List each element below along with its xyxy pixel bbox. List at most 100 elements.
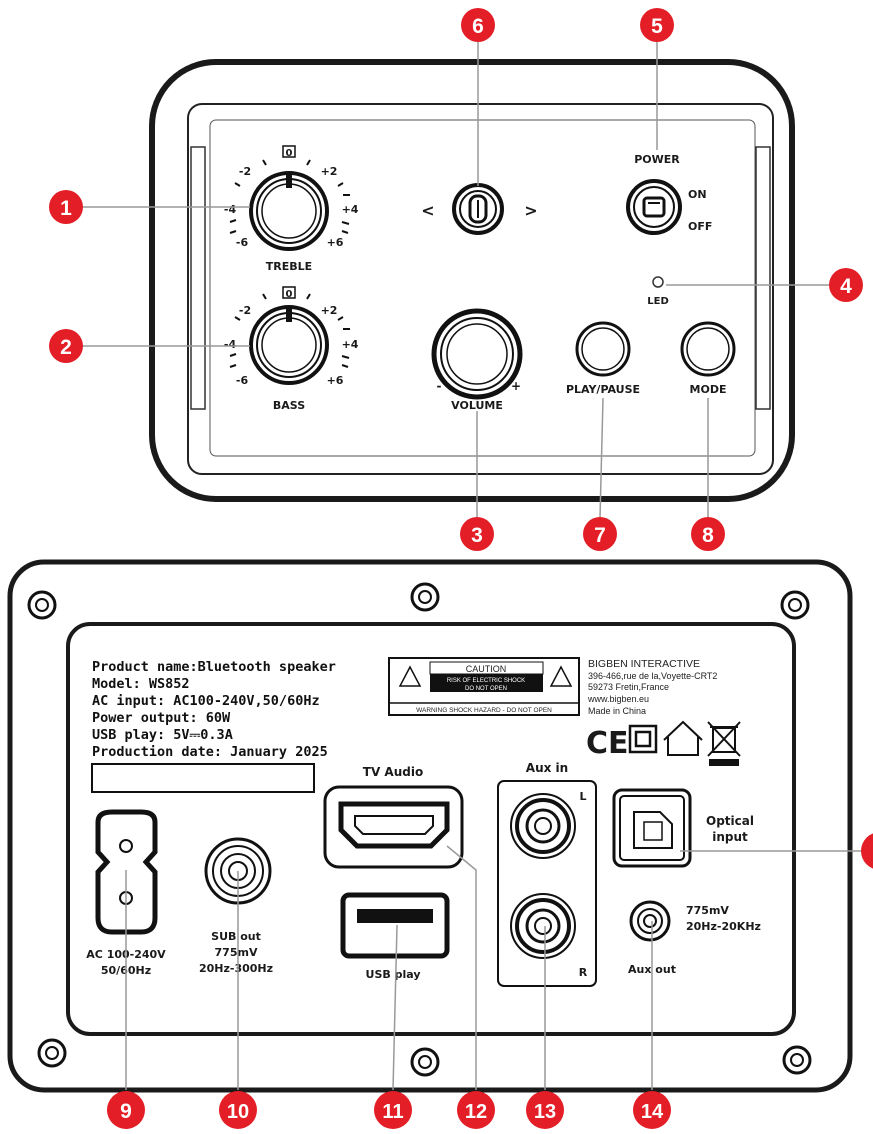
ce-mark: CE [586, 726, 629, 761]
hdmi-tv-audio-port[interactable] [323, 785, 464, 869]
callout-11: 11 [374, 1091, 412, 1129]
company-line-3: 59273 Fretin,France [588, 682, 669, 692]
callout-10-number: 10 [227, 1101, 249, 1123]
mode-label: MODE [690, 383, 727, 396]
treble-scale-p6: +6 [327, 236, 344, 249]
bass-scale-m6: -6 [236, 374, 249, 387]
callout-2: 2 [49, 329, 83, 363]
caution-title: CAUTION [466, 664, 507, 674]
callout-3: 3 [460, 517, 494, 551]
callout-8: 8 [691, 517, 725, 551]
bass-scale-m2: -2 [239, 304, 251, 317]
aux-out-jack[interactable] [629, 900, 671, 942]
treble-ticks [229, 159, 350, 234]
callout-3-number: 3 [471, 524, 483, 547]
sub-label-3: 20Hz-300Hz [199, 962, 273, 975]
screw-bottom-left [37, 1038, 67, 1068]
aux-in-left-label: L [579, 790, 586, 803]
callout-4: 4 [829, 268, 863, 302]
screw-bottom-right [782, 1045, 812, 1075]
optical-label-2: input [712, 830, 748, 844]
led-label: LED [647, 296, 669, 307]
callout-9-number: 9 [120, 1100, 132, 1123]
usb-play-label: USB play [366, 968, 421, 981]
caution-box [388, 657, 580, 716]
product-info-line-6: Production date: January 2025 [92, 744, 328, 760]
callout-6: 6 [461, 8, 495, 42]
callout-9: 9 [107, 1091, 145, 1129]
bottom-leader-lines [125, 845, 873, 1091]
treble-scale-m4: -4 [224, 203, 237, 216]
bass-scale-0: 0 [286, 289, 293, 300]
treble-scale-p2: +2 [321, 165, 338, 178]
screw-top-left [27, 590, 57, 620]
volume-knob[interactable] [431, 308, 523, 400]
callout-13-number: 13 [534, 1101, 556, 1123]
callout-10: 10 [219, 1091, 257, 1129]
volume-plus-label: + [511, 379, 521, 393]
optical-input-port[interactable] [612, 788, 692, 868]
volume-label: VOLUME [451, 399, 503, 412]
caution-bottom: WARNING SHOCK HAZARD - DO NOT OPEN [416, 707, 552, 714]
callout-14-number: 14 [641, 1101, 664, 1123]
callout-5-number: 5 [651, 15, 663, 38]
product-info-line-5: USB play: 5V⎓0.3A [92, 727, 233, 743]
power-off-label: OFF [688, 220, 712, 233]
callout-7: 7 [583, 517, 617, 551]
callout-4-number: 4 [840, 275, 852, 298]
sub-label-1: SUB out [211, 930, 261, 943]
nav-next-label: > [524, 201, 537, 220]
weee-bin-icon [707, 721, 741, 766]
aux-out-spec-1: 775mV [686, 904, 729, 917]
nav-prev-label: < [421, 201, 434, 220]
top-panel-inner-frame [187, 103, 774, 475]
product-info-line-2: Model: WS852 [92, 676, 190, 692]
callout-12: 12 [457, 1091, 495, 1129]
led-indicator [652, 276, 664, 288]
screw-bottom-center [410, 1047, 440, 1077]
aux-in-right-label: R [579, 966, 588, 979]
treble-scale-m6: -6 [236, 236, 249, 249]
usb-play-port[interactable] [340, 892, 450, 959]
callout-1: 1 [49, 190, 83, 224]
bass-zero-box [282, 286, 296, 299]
bass-scale-p6: +6 [327, 374, 344, 387]
top-leader-lines [80, 40, 830, 519]
aux-in-right-jack[interactable] [510, 893, 576, 959]
callout-6-number: 6 [472, 15, 484, 38]
company-line-1: BIGBEN INTERACTIVE [588, 658, 700, 670]
product-info-line-1: Product name:Bluetooth speaker [92, 659, 336, 675]
treble-scale-m2: -2 [239, 165, 251, 178]
play-pause-button[interactable] [575, 321, 631, 377]
top-panel-inner-frame-2 [209, 119, 756, 457]
callout-8-number: 8 [702, 524, 714, 547]
company-line-5: Made in China [588, 706, 646, 716]
bass-knob[interactable] [249, 305, 329, 385]
callout-12-number: 12 [465, 1101, 487, 1123]
bass-scale-m4: -4 [224, 338, 237, 351]
mode-button[interactable] [680, 321, 736, 377]
treble-knob[interactable] [249, 171, 329, 251]
right-side-rail [755, 146, 771, 410]
aux-in-left-jack[interactable] [510, 793, 576, 859]
product-info-line-4: Power output: 60W [92, 710, 231, 726]
screw-top-right [780, 590, 810, 620]
callout-5: 5 [640, 8, 674, 42]
company-line-2: 396-466,rue de la,Voyette-CRT2 [588, 671, 717, 681]
treble-zero-box [282, 145, 296, 158]
company-line-4: www.bigben.eu [587, 694, 649, 704]
callout-2-number: 2 [60, 336, 72, 359]
treble-label: TREBLE [266, 260, 312, 273]
callout-14: 14 [633, 1091, 671, 1129]
track-nav-switch[interactable] [452, 183, 504, 235]
power-switch[interactable] [626, 179, 682, 235]
left-side-rail [190, 146, 206, 410]
callout-1-number: 1 [60, 197, 72, 220]
bass-label: BASS [273, 399, 305, 412]
bass-scale-p2: +2 [321, 304, 338, 317]
treble-scale-p4: +4 [342, 203, 359, 216]
caution-line-1: RISK OF ELECTRIC SHOCK [447, 678, 525, 684]
optical-label-1: Optical [706, 814, 754, 828]
aux-out-spec-2: 20Hz-20KHz [686, 920, 761, 933]
